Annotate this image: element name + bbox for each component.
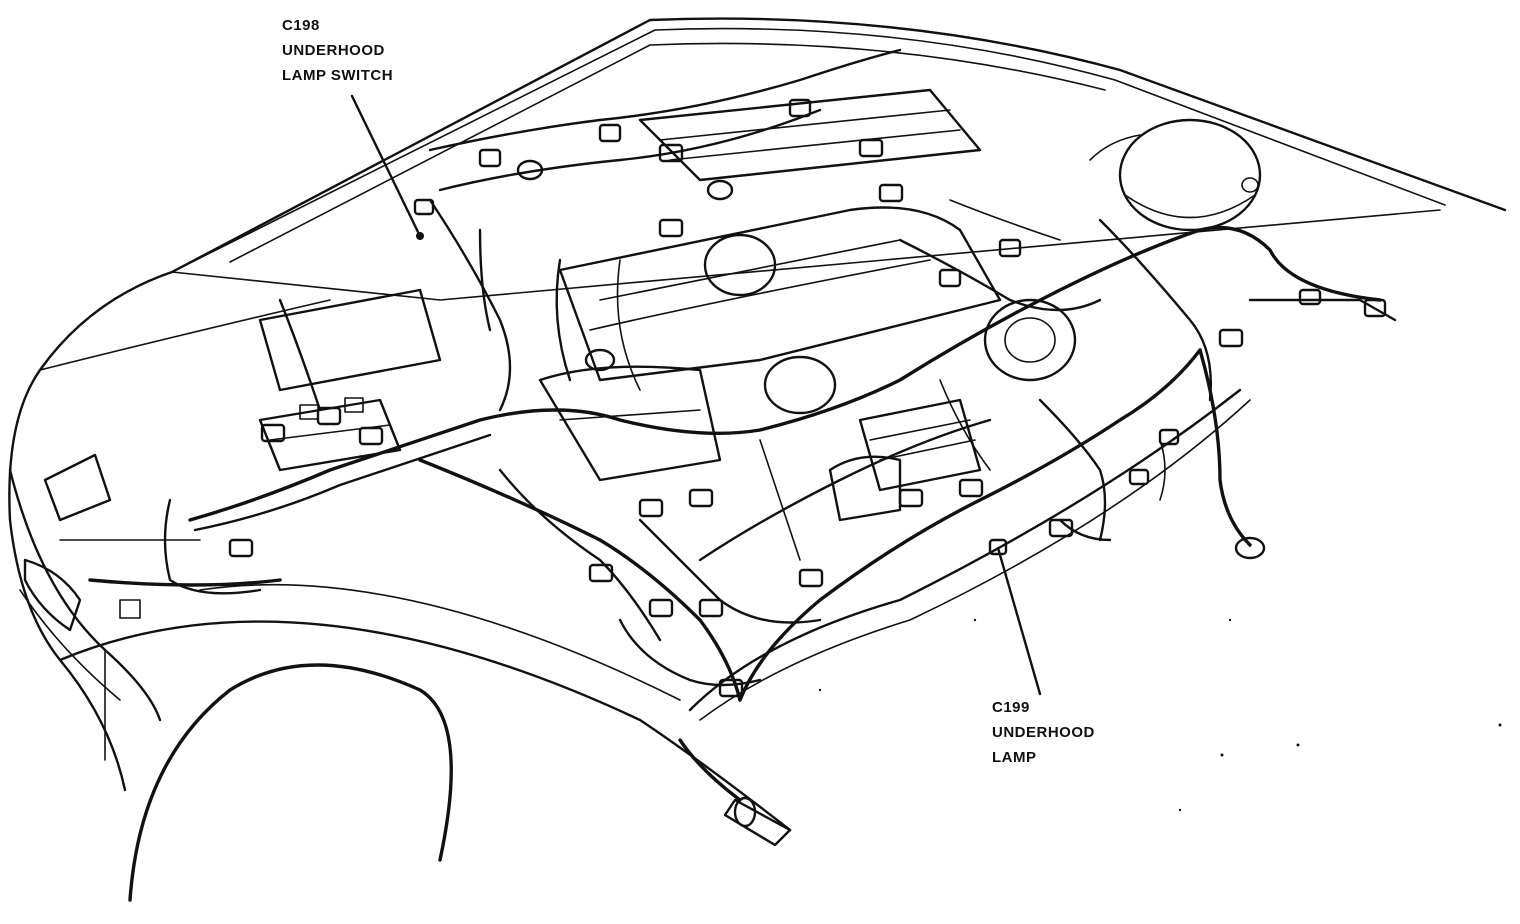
callout-c199-line-2: UNDERHOOD: [992, 724, 1095, 741]
callout-c199: C199 UNDERHOOD LAMP: [988, 538, 1095, 766]
hood-outline: [170, 17, 1507, 301]
callout-c199-leader: [996, 546, 1042, 696]
callout-c199-target: [988, 538, 1008, 556]
callout-c198-line-2: UNDERHOOD: [282, 42, 385, 59]
battery-area: [258, 288, 442, 472]
callout-c198-line-1: C198: [282, 17, 320, 34]
wiring-harness: [88, 48, 1397, 702]
callout-c199-line-1: C199: [992, 699, 1030, 716]
scan-specks: [818, 618, 1502, 812]
callout-c199-line-3: LAMP: [992, 749, 1037, 766]
harness-exit: [678, 738, 792, 847]
fender-body-outline: [8, 270, 1251, 902]
coolant-reservoir: [1089, 118, 1262, 232]
callout-c198-leader: [350, 94, 420, 234]
callout-c198-target: [416, 232, 424, 240]
connectors: [228, 98, 1387, 698]
callout-c198: C198 UNDERHOOD LAMP SWITCH: [282, 17, 424, 240]
headlamp-area: [23, 453, 201, 632]
callout-c198-line-3: LAMP SWITCH: [282, 67, 393, 84]
